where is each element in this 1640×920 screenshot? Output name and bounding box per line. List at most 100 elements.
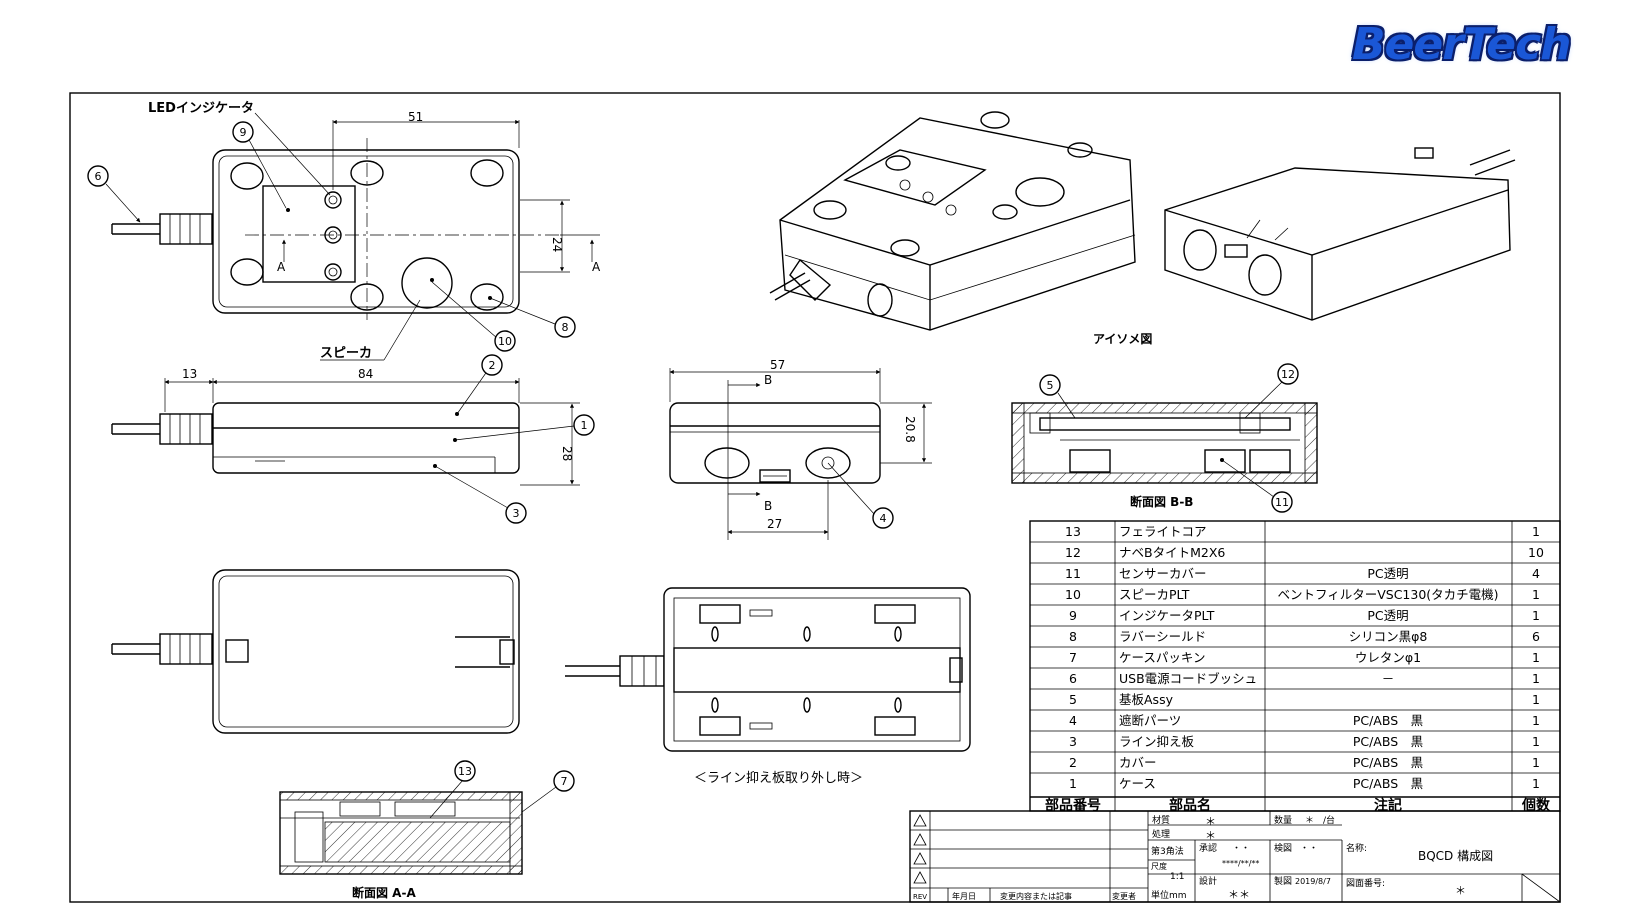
parts-row-3-no: 3: [1069, 734, 1077, 749]
draw-label: 製図: [1274, 875, 1292, 887]
treatment-label: 処理: [1152, 828, 1170, 840]
material-label: 材質: [1152, 814, 1170, 826]
callout-12: [1277, 363, 1299, 385]
qty-label: 数量: [1274, 814, 1292, 826]
header-qty: 個数: [1521, 797, 1551, 814]
parts-row-12-name: ナベBタイトM2X6: [1119, 545, 1225, 560]
parts-row-8-no: 8: [1069, 629, 1077, 644]
line-holder-removed-view: [565, 587, 971, 752]
isometric-view-rear: [1164, 147, 1516, 321]
check-label: 検図: [1274, 842, 1292, 854]
parts-row-1-name: ケース: [1119, 776, 1156, 791]
projection-angle: 第3角法: [1151, 845, 1184, 857]
header-part-no: 部品番号: [1045, 797, 1101, 814]
design-value: ＊＊: [1228, 888, 1250, 901]
parts-row-7-note: ウレタンφ1: [1355, 650, 1421, 665]
parts-row-11-qty: 4: [1532, 566, 1540, 581]
callout-6: [87, 165, 109, 187]
section-b-b: [1011, 402, 1318, 484]
parts-row-3-qty: 1: [1532, 734, 1540, 749]
parts-row-13-no: 13: [1065, 524, 1081, 539]
isometric-label: アイソメ図: [1093, 332, 1152, 346]
parts-row-10-qty: 1: [1532, 587, 1540, 602]
parts-row-6-name: USB電源コードブッシュ: [1119, 671, 1257, 686]
parts-row-10-no: 10: [1065, 587, 1081, 602]
draw-date: 2019/8/7: [1295, 877, 1331, 886]
dim-84: 84: [358, 367, 373, 381]
isometric-view-front: [769, 111, 1136, 331]
speaker-leader: [383, 299, 421, 361]
parts-row-13-qty: 1: [1532, 524, 1540, 539]
callouts: 6 9 10 8 2 1 3 4 5 12 11 13: [87, 121, 1299, 819]
parts-row-1-no: 1: [1069, 776, 1077, 791]
beertech-logo: BeerTech: [1352, 19, 1572, 70]
callout-11: [1271, 491, 1293, 513]
header-note: 注記: [1374, 797, 1402, 814]
parts-row-13-name: フェライトコア: [1119, 524, 1207, 539]
parts-row-12-no: 12: [1065, 545, 1081, 560]
led-indicator-leader: [254, 112, 331, 196]
parts-row-6-note: －: [1382, 671, 1395, 686]
scale-value: 1:1: [1170, 872, 1184, 882]
parts-row-10-name: スピーカPLT: [1119, 587, 1190, 602]
svg-text:10: 10: [498, 335, 512, 348]
parts-row-8-note: シリコン黒φ8: [1349, 629, 1428, 644]
parts-row-6-no: 6: [1069, 671, 1077, 686]
svg-text:4: 4: [880, 512, 887, 525]
svg-text:13: 13: [458, 765, 472, 778]
parts-row-9-note: PC透明: [1367, 608, 1408, 623]
section-a-right: A: [592, 260, 601, 274]
header-part-name: 部品名: [1169, 797, 1211, 814]
parts-row-3-name: ライン抑え板: [1119, 734, 1195, 749]
callout-3: [505, 502, 527, 524]
approve-date: ****/**/**: [1222, 859, 1259, 868]
parts-row-5-name: 基板Assy: [1119, 692, 1174, 707]
material-value: ＊: [1205, 815, 1216, 828]
section-a-a-label: 断面図 A-A: [352, 885, 416, 900]
dim-20-8: 20.8: [903, 416, 917, 443]
parts-row-11-name: センサーカバー: [1119, 566, 1207, 581]
parts-row-4-no: 4: [1069, 713, 1077, 728]
parts-row-5-no: 5: [1069, 692, 1077, 707]
dim-51: 51: [408, 110, 423, 124]
change-header: 変更内容または記事: [1000, 891, 1072, 901]
rev-header: REV: [913, 893, 927, 901]
svg-text:8: 8: [562, 321, 569, 334]
parts-row-2-no: 2: [1069, 755, 1077, 770]
parts-row-9-no: 9: [1069, 608, 1077, 623]
section-b-top: B: [764, 373, 772, 387]
parts-row-7-qty: 1: [1532, 650, 1540, 665]
unit: 単位mm: [1151, 889, 1187, 901]
parts-row-11-note: PC透明: [1367, 566, 1408, 581]
approve-label: 承認: [1199, 842, 1217, 854]
parts-row-10-note: ベントフィルターVSC130(タカチ電機): [1277, 587, 1498, 602]
svg-text:1: 1: [581, 419, 588, 432]
speaker-label: スピーカ: [320, 346, 372, 361]
callout-10: [494, 330, 516, 352]
dim-24: 24: [550, 237, 564, 252]
svg-text:5: 5: [1047, 379, 1054, 392]
parts-row-2-name: カバー: [1119, 755, 1157, 770]
svg-text:3: 3: [513, 507, 520, 520]
callout-8: [554, 316, 576, 338]
section-a-a: [279, 791, 523, 875]
changer-header: 変更者: [1112, 891, 1136, 901]
callout-1: [573, 414, 595, 436]
parts-row-2-qty: 1: [1532, 755, 1540, 770]
drawing-no-label: 図面番号:: [1346, 877, 1385, 889]
callout-9: [232, 121, 254, 143]
drawing-name: BQCD 構成図: [1418, 849, 1493, 863]
parts-row-4-qty: 1: [1532, 713, 1540, 728]
dim-28: 28: [560, 446, 574, 461]
callout-2: [481, 354, 503, 376]
callout-7: [553, 770, 575, 792]
parts-row-5-qty: 1: [1532, 692, 1540, 707]
parts-row-4-note: PC/ABS 黒: [1353, 713, 1423, 728]
design-label: 設計: [1199, 875, 1217, 887]
parts-row-1-note: PC/ABS 黒: [1353, 776, 1423, 791]
section-a-left: A: [277, 260, 286, 274]
name-label: 名称:: [1346, 842, 1367, 854]
parts-row-1-qty: 1: [1532, 776, 1540, 791]
